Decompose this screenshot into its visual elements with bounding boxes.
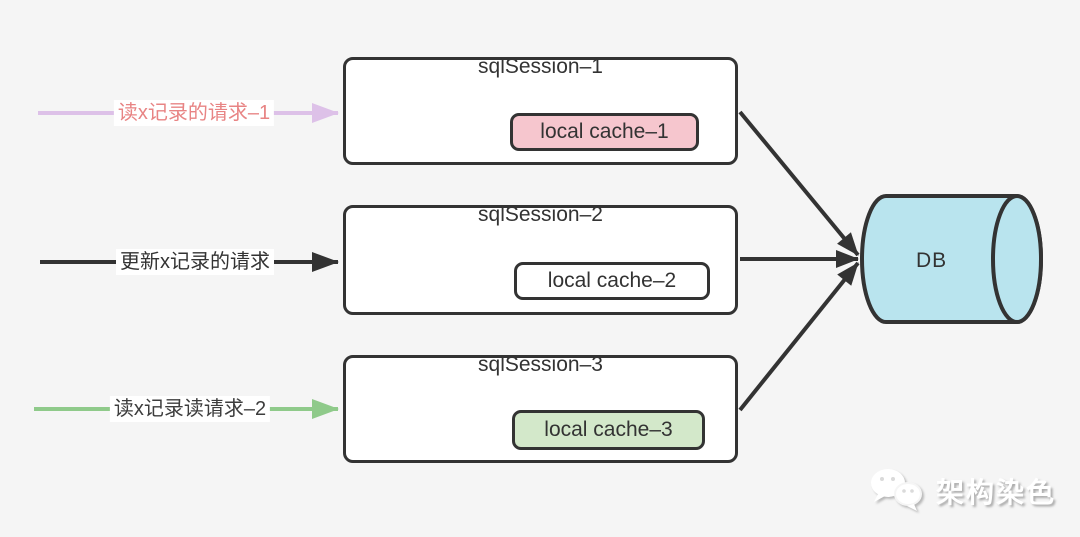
- local-cache-badge-1: local cache–1: [510, 113, 699, 151]
- database-label: DB: [916, 249, 947, 272]
- session-box-1: sqlSession–1 local cache–1: [343, 55, 738, 165]
- watermark: 架构染色: [866, 466, 1056, 516]
- session-title-1: sqlSession–1: [478, 55, 603, 78]
- request-label-read-1: 读x记录的请求–1: [113, 100, 275, 126]
- wechat-icon: [870, 469, 922, 511]
- database-end-cap: [991, 194, 1043, 324]
- session-title-3: sqlSession–3: [478, 353, 603, 376]
- local-cache-badge-2: local cache–2: [514, 262, 710, 300]
- connector-session3-db: [738, 261, 860, 412]
- connector-session1-db: [738, 110, 860, 257]
- watermark-text: 架构染色: [935, 477, 1056, 508]
- request-label-update: 更新x记录的请求: [116, 249, 274, 275]
- local-cache-badge-3: local cache–3: [512, 410, 705, 450]
- session-box-3: sqlSession–3 local cache–3: [343, 353, 738, 463]
- session-box-2: sqlSession–2 local cache–2: [343, 203, 738, 315]
- session-title-2: sqlSession–2: [478, 203, 603, 226]
- database-cylinder: DB: [860, 194, 1043, 324]
- request-label-read-2: 读x记录读请求–2: [109, 396, 271, 422]
